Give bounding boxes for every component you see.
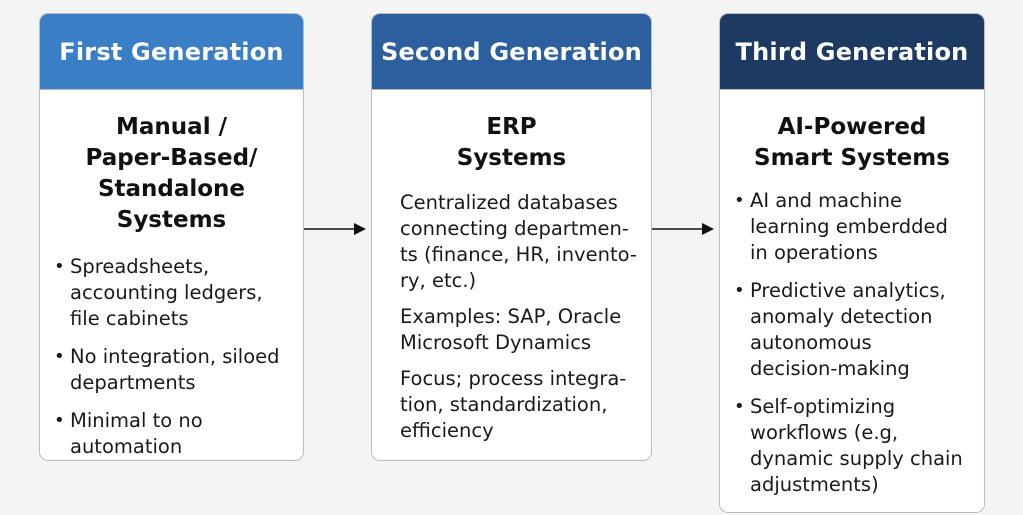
card-body: Centralized databases connecting departm… xyxy=(372,174,651,444)
card-header: First Generation xyxy=(40,14,303,90)
card-header: Second Generation xyxy=(372,14,651,90)
arrow-right-icon xyxy=(652,223,714,235)
bullet-icon: • xyxy=(734,280,745,301)
bullet-icon: • xyxy=(54,410,65,431)
list-item: •AI and machine learning emberdded in op… xyxy=(734,189,948,264)
bullet-icon: • xyxy=(734,190,745,211)
third-generation-card: Third Generation AI-Powered Smart System… xyxy=(719,13,985,513)
card-title: AI-Powered Smart Systems xyxy=(754,114,950,171)
second-generation-card: Second Generation ERP Systems Centralize… xyxy=(371,13,652,461)
bullet-icon: • xyxy=(734,396,745,417)
card-paragraph: Focus; process integra- tion, standardiz… xyxy=(400,367,627,442)
first-generation-card: First Generation Manual / Paper-Based/ S… xyxy=(39,13,304,461)
bullet-icon: • xyxy=(54,256,65,277)
list-item: •Self-optimizing workflows (e.g, dynamic… xyxy=(734,395,963,496)
arrow-right-icon xyxy=(304,223,366,235)
list-item: •Predictive analytics, anomaly detection… xyxy=(734,279,946,380)
card-paragraph: Centralized databases connecting departm… xyxy=(400,191,637,292)
list-item: •Minimal to no automation xyxy=(54,409,203,458)
bullet-list: •Spreadsheets, accounting ledgers, file … xyxy=(40,254,303,460)
card-header: Third Generation xyxy=(720,14,984,90)
card-title: ERP Systems xyxy=(456,114,567,171)
bullet-list: •AI and machine learning emberdded in op… xyxy=(720,188,984,498)
card-title: Manual / Paper-Based/ Standalone Systems xyxy=(85,114,258,233)
list-item: •Spreadsheets, accounting ledgers, file … xyxy=(54,255,263,330)
card-paragraph: Examples: SAP, Oracle Microsoft Dynamics xyxy=(400,305,622,354)
bullet-icon: • xyxy=(54,346,65,367)
list-item: •No integration, siloed departments xyxy=(54,345,280,394)
